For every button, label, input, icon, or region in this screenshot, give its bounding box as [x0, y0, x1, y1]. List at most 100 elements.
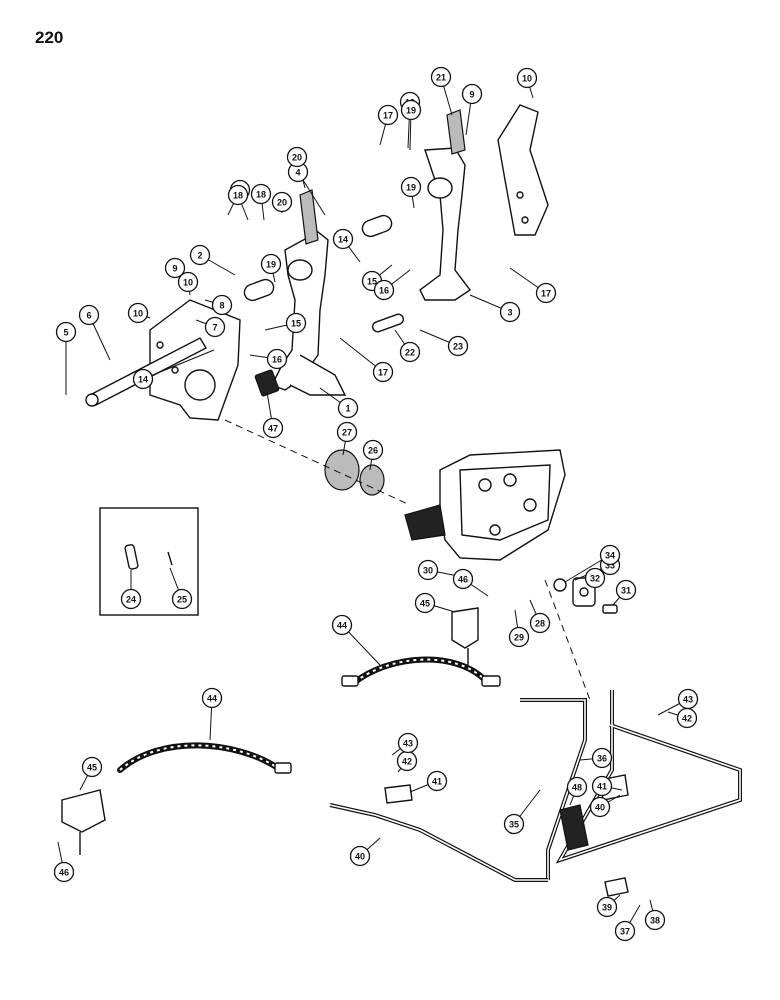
callout-43: 43 — [397, 732, 419, 754]
callout-number: 7 — [212, 323, 217, 333]
callout-number: 46 — [458, 575, 468, 585]
callout-number: 14 — [138, 375, 148, 385]
callout-number: 18 — [256, 190, 266, 200]
callout-number: 14 — [338, 235, 348, 245]
callout-number: 20 — [292, 153, 302, 163]
callout-number: 34 — [605, 551, 615, 561]
callout-number: 6 — [86, 311, 91, 321]
return-spring — [446, 109, 466, 155]
clip — [604, 877, 629, 897]
callout-number: 22 — [405, 348, 415, 358]
return-spring — [299, 189, 319, 245]
callout-number: 36 — [597, 754, 607, 764]
callout-24: 24 — [120, 588, 142, 610]
valve-boot — [404, 504, 446, 541]
callout-7: 7 — [204, 316, 226, 338]
callout-41: 41 — [426, 770, 448, 792]
callout-number: 48 — [572, 783, 582, 793]
callout-48: 48 — [566, 776, 588, 798]
bracket-bore — [184, 369, 216, 401]
callout-32: 32 — [584, 567, 606, 589]
callout-number: 5 — [63, 328, 68, 338]
bracket-hole — [516, 191, 524, 199]
bushing — [243, 278, 275, 302]
callout-number: 41 — [432, 777, 442, 787]
callout-44: 44 — [201, 687, 223, 709]
callout-number: 16 — [379, 286, 389, 296]
callout-number: 25 — [177, 595, 187, 605]
callout-number: 47 — [268, 424, 278, 434]
callout-15: 15 — [285, 312, 307, 334]
callout-number: 17 — [383, 111, 393, 121]
callout-number: 24 — [126, 595, 136, 605]
callout-14: 14 — [332, 228, 354, 250]
callout-number: 35 — [509, 820, 519, 830]
pedal-hub — [427, 177, 453, 199]
callout-number: 21 — [436, 73, 446, 83]
callout-number: 45 — [420, 599, 430, 609]
callout-number: 18 — [233, 191, 243, 201]
callout-number: 1 — [345, 404, 350, 414]
callout-number: 33 — [605, 561, 615, 571]
inset-pin — [124, 544, 139, 570]
callout-number: 46 — [59, 868, 69, 878]
pedal-pad — [254, 369, 280, 397]
callout-number: 23 — [453, 342, 463, 352]
callout-number: 43 — [683, 695, 693, 705]
callout-40: 40 — [349, 845, 371, 867]
page-number: 220 — [35, 28, 64, 47]
callout-44: 44 — [331, 614, 353, 636]
callout-34: 34 — [599, 544, 621, 566]
callout-38: 38 — [644, 909, 666, 931]
callout-40: 40 — [589, 796, 611, 818]
callout-number: 45 — [87, 763, 97, 773]
callout-16: 16 — [266, 348, 288, 370]
bracket-hole — [156, 341, 164, 349]
callout-3: 3 — [499, 301, 521, 323]
callout-25: 25 — [171, 588, 193, 610]
callout-10: 10 — [516, 67, 538, 89]
callout-45: 45 — [414, 592, 436, 614]
callout-number: 10 — [183, 278, 193, 288]
callout-9: 9 — [461, 83, 483, 105]
callout-26: 26 — [362, 439, 384, 461]
shaft-end — [85, 393, 99, 407]
callout-47: 47 — [262, 417, 284, 439]
bleed-valve — [61, 789, 106, 833]
callout-number: 17 — [541, 289, 551, 299]
callout-28: 28 — [529, 612, 551, 634]
callout-number: 29 — [514, 633, 524, 643]
callout-27: 27 — [336, 421, 358, 443]
callout-number: 40 — [595, 803, 605, 813]
callout-8: 8 — [211, 294, 233, 316]
callout-14: 14 — [132, 368, 154, 390]
callout-number: 15 — [367, 277, 377, 287]
callout-number: 39 — [602, 903, 612, 913]
plug — [602, 604, 618, 614]
callout-number: 38 — [650, 916, 660, 926]
callout-10: 10 — [127, 302, 149, 324]
callout-number: 26 — [368, 446, 378, 456]
bracket-hole — [521, 216, 529, 224]
callout-number: 40 — [355, 852, 365, 862]
bracket-hole — [171, 366, 179, 374]
callout-19: 19 — [260, 253, 282, 275]
callout-leader — [142, 349, 215, 380]
bleed-valve — [451, 607, 479, 649]
callout-35: 35 — [503, 813, 525, 835]
callout-number: 2 — [197, 251, 202, 261]
right-pedal-bracket — [497, 104, 549, 236]
callout-number: 28 — [535, 619, 545, 629]
callout-number: 41 — [597, 782, 607, 792]
callout-number: 43 — [403, 739, 413, 749]
callout-number: 42 — [402, 757, 412, 767]
seal — [359, 464, 385, 496]
callout-18: 18 — [227, 184, 249, 206]
brake-hose — [117, 742, 281, 773]
callout-number: 37 — [620, 927, 630, 937]
callout-9: 9 — [164, 257, 186, 279]
callout-number: 19 — [406, 183, 416, 193]
callout-number: 3 — [507, 308, 512, 318]
